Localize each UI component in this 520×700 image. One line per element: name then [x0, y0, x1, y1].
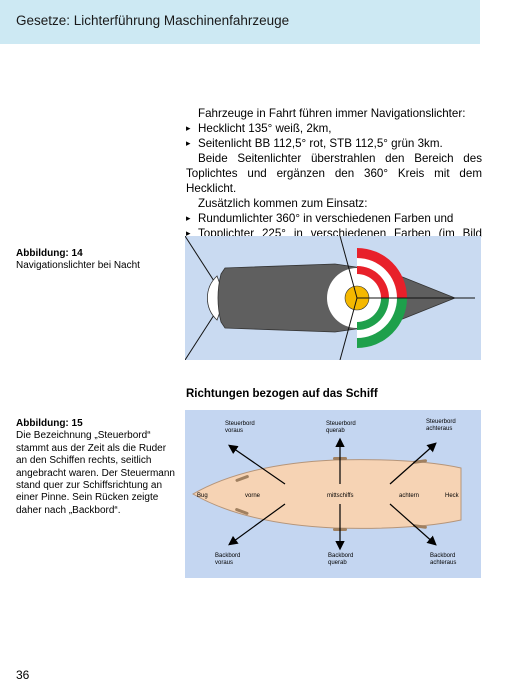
intro-paragraph-1: Fahrzeuge in Fahrt führen immer Navigati… [198, 107, 466, 120]
navigation-lights-figure [185, 236, 481, 360]
oar-mark [413, 459, 428, 464]
page-header: Gesetze: Lichterführung Maschinenfahrzeu… [0, 0, 480, 44]
figure-14-caption: Abbildung: 14 Navigationslichter bei Nac… [16, 248, 176, 273]
figure-14-label: Abbildung: 14 [16, 248, 83, 259]
label-bb-voraus-2: voraus [215, 560, 233, 566]
hull-label-bug: Bug [197, 493, 208, 499]
intro-text: Fahrzeuge in Fahrt führen immer Navigati… [186, 106, 482, 256]
label-stb-querab-1: Steuerbord [326, 421, 356, 427]
hull-label-achtern: achtern [399, 493, 419, 499]
label-stb-achteraus-2: achteraus [426, 426, 452, 432]
figure-15-caption: Abbildung: 15 Die Bezeichnung „Steuerbor… [16, 418, 176, 517]
list-item: Rundumlichter 360° in verschiedenen Farb… [186, 211, 482, 226]
figure-14-text: Navigationslichter bei Nacht [16, 260, 140, 272]
label-bb-querab-2: querab [328, 560, 347, 566]
oar-mark [235, 508, 249, 515]
list-item: Seitenlicht BB 112,5° rot, STB 112,5° gr… [186, 136, 482, 151]
label-bb-querab-1: Backbord [328, 553, 353, 559]
label-stb-achteraus-1: Steuerbord [426, 419, 456, 425]
hull-label-vorne: vorne [245, 493, 261, 499]
sector-line-bottom [339, 297, 358, 360]
arrow-stb-voraus [228, 444, 286, 485]
ship-directions-figure: Steuerbord voraus Steuerbord querab Steu… [185, 410, 481, 578]
arrow-bb-achteraus [389, 503, 437, 546]
hull-label-mittschiffs: mittschiffs [327, 493, 354, 499]
light-list-1: Hecklicht 135° weiß, 2km, Seitenlicht BB… [186, 121, 482, 151]
label-stb-voraus-1: Steuerbord [225, 421, 255, 427]
label-bb-achteraus-2: achteraus [430, 560, 456, 566]
label-stb-querab-2: querab [326, 428, 345, 434]
label-bb-achteraus-1: Backbord [430, 553, 455, 559]
label-bb-voraus-1: Backbord [215, 553, 240, 559]
ship-directions-diagram: Steuerbord voraus Steuerbord querab Steu… [191, 419, 462, 566]
arrow-bb-voraus [228, 503, 286, 546]
hull-label-heck: Heck [445, 493, 460, 499]
intro-paragraph-3: Zusätzlich kommen zum Einsatz: [198, 197, 368, 210]
oar-mark [235, 475, 249, 482]
arrow-stb-achteraus [389, 442, 437, 485]
page-title: Gesetze: Lichterführung Maschinenfahrzeu… [16, 13, 290, 28]
section-title: Richtungen bezogen auf das Schiff [186, 388, 378, 400]
label-stb-voraus-2: voraus [225, 428, 243, 434]
oar-mark [412, 524, 427, 529]
sector-line-top [339, 236, 358, 299]
list-item: Hecklicht 135° weiß, 2km, [186, 121, 482, 136]
ship-hull [191, 459, 462, 529]
navigation-lights-diagram [185, 236, 475, 360]
intro-paragraph-2: Beide Seitenlichter überstrahlen den Ber… [186, 152, 482, 195]
page-number: 36 [16, 668, 30, 682]
figure-15-text: Die Bezeichnung „Steuerbord“ stammt aus … [16, 430, 175, 516]
figure-15-label: Abbildung: 15 [16, 418, 83, 429]
